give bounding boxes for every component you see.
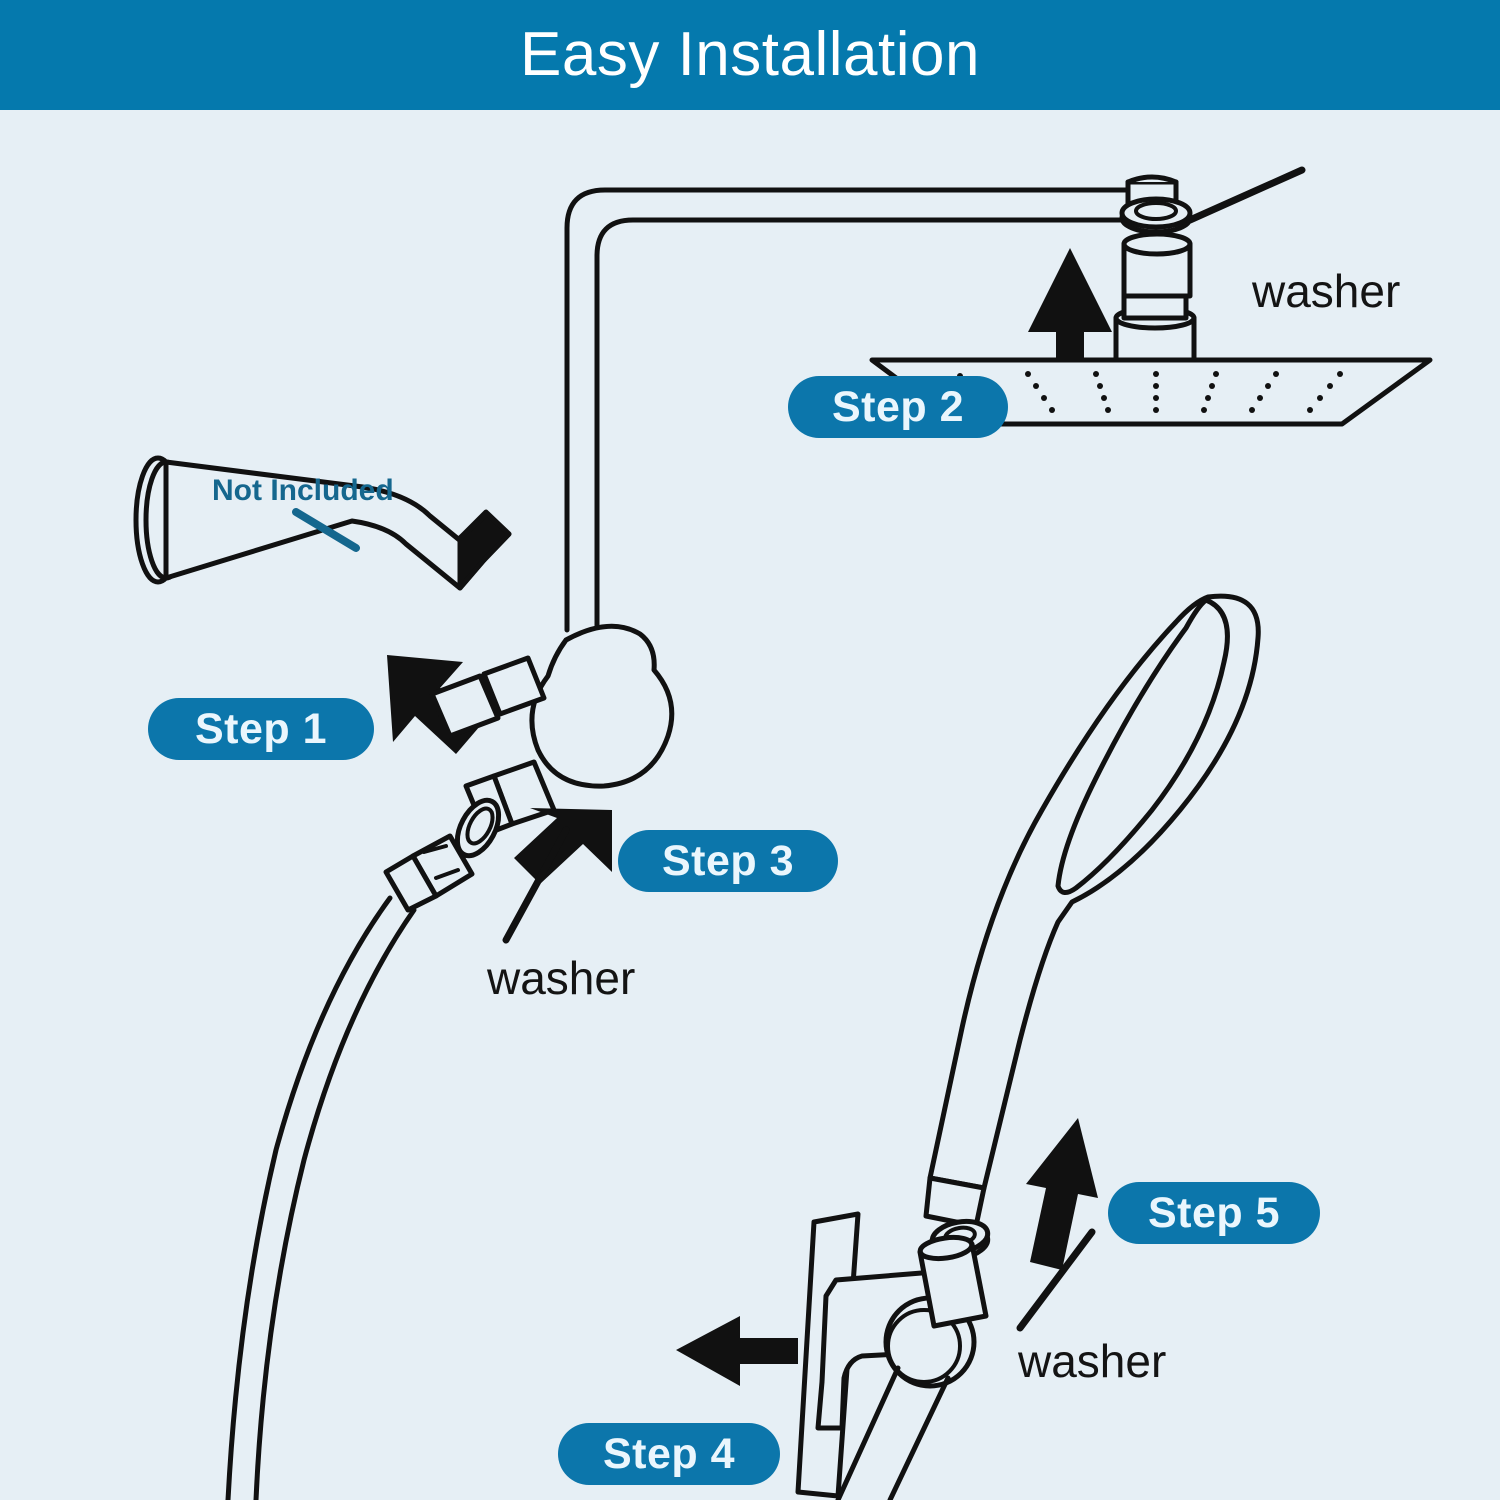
not-included-label: Not Included [212, 474, 394, 507]
step-2-arrow [1028, 248, 1112, 358]
extension-pipe-inner-edge [594, 217, 1133, 653]
not-included-leader-line [292, 508, 360, 552]
washer-ring-step3 [454, 797, 502, 859]
page-title: Easy Installation [520, 20, 980, 89]
diverter-upper-nut-b [429, 673, 501, 739]
extension-pipe-end-cap-top [1125, 174, 1179, 185]
diverter-valve-body [529, 623, 675, 789]
step-3-badge[interactable]: Step 3 [618, 830, 838, 892]
washer-ring-step2 [1119, 196, 1193, 235]
washer-leader-line-mid [502, 826, 570, 944]
shower-hose [225, 895, 417, 1500]
extension-pipe-outer-edge [564, 187, 1133, 633]
installation-illustration [133, 166, 1433, 1500]
washer-label-bottom: washer [1018, 1335, 1167, 1387]
step-1-badge[interactable]: Step 1 [148, 698, 374, 760]
bracket-ball-joint-inner [886, 1308, 962, 1384]
step-3-arrow [514, 808, 612, 884]
diagram-canvas: Step 1 Step 2 Step 3 Step 4 Step 5 washe… [0, 110, 1500, 1500]
bracket-nipple-top [917, 1234, 975, 1262]
handheld-wand-collar [923, 1175, 987, 1229]
step-5-badge[interactable]: Step 5 [1108, 1182, 1320, 1244]
handheld-shower-wand-group [923, 593, 1261, 1229]
handheld-wand-face-outline [1055, 597, 1230, 895]
shower-head-upper-collar-top [1121, 231, 1193, 257]
handheld-wand-body [927, 593, 1261, 1191]
hose-connector-nut [383, 833, 475, 913]
diverter-upper-nut-a [481, 655, 547, 717]
step-2-badge[interactable]: Step 2 [788, 376, 1008, 438]
rain-shower-head-group [869, 231, 1433, 427]
shower-arm-tip-shade [457, 511, 512, 591]
step-4-arrow [676, 1316, 798, 1386]
header-banner: Easy Installation [0, 0, 1500, 110]
washer-label-top: washer [1252, 265, 1401, 317]
diverter-valve-group [429, 623, 675, 837]
wall-bracket-group [795, 1211, 989, 1500]
bracket-lower-hose-left [835, 1365, 901, 1500]
washer-leader-line-top [1186, 166, 1306, 224]
step-5-arrow [1026, 1118, 1098, 1270]
washer-label-mid: washer [487, 952, 636, 1004]
washer-leader-line-bottom [1016, 1228, 1096, 1332]
step-4-badge[interactable]: Step 4 [558, 1423, 780, 1485]
shower-head-mid-ring [1121, 293, 1189, 321]
bracket-lower-hose-right [887, 1375, 951, 1500]
